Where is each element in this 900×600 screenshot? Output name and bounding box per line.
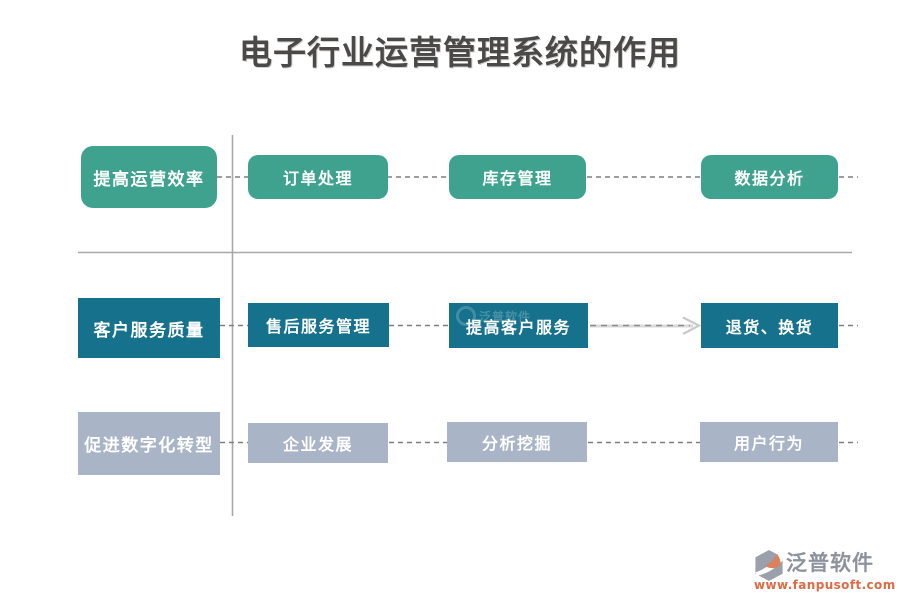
fanpu-logo-name: 泛普软件 xyxy=(786,552,874,575)
node-order-processing: 订单处理 xyxy=(248,155,388,199)
node-data-analysis: 数据分析 xyxy=(701,155,838,199)
node-inventory-management: 库存管理 xyxy=(449,155,586,199)
node-improve-customer-service: 提高客户服务 xyxy=(449,303,588,348)
node-promote-digital-transformation: 促进数字化转型 xyxy=(78,412,220,475)
fanpu-logo: 泛普软件 www.fanpusoft.com xyxy=(754,549,896,592)
node-analysis-mining: 分析挖掘 xyxy=(447,422,587,462)
node-after-sales-service: 售后服务管理 xyxy=(248,303,389,347)
fanpu-logo-icon xyxy=(755,549,783,582)
node-improve-operations-efficiency: 提高运营效率 xyxy=(81,146,217,208)
node-user-behavior: 用户行为 xyxy=(700,422,838,462)
node-enterprise-development: 企业发展 xyxy=(248,423,388,463)
diagram-title: 电子行业运营管理系统的作用 xyxy=(239,33,681,72)
node-returns-exchanges: 退货、换货 xyxy=(701,303,838,348)
row2-arrow xyxy=(590,316,702,335)
fanpu-logo-url: www.fanpusoft.com xyxy=(754,578,896,592)
node-customer-service-quality: 客户服务质量 xyxy=(78,298,220,358)
